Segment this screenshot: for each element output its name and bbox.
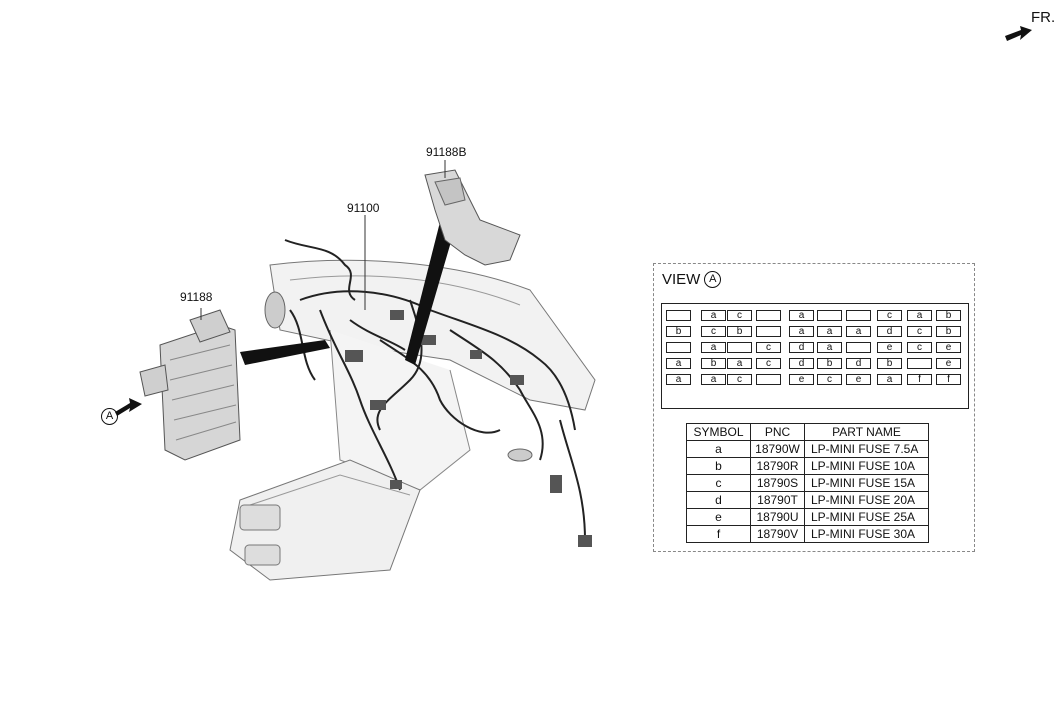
- fuse-slot: c: [907, 342, 932, 353]
- table-row: f 18790V LP-MINI FUSE 30A: [686, 525, 929, 543]
- fuse-slot: c: [701, 326, 726, 337]
- table-cell: e: [686, 508, 751, 526]
- fuse-slot: [817, 310, 842, 321]
- fuse-slot: e: [846, 374, 871, 385]
- dashboard-wiring-illustration: [115, 160, 596, 581]
- table-cell: LP-MINI FUSE 30A: [804, 525, 929, 543]
- fuse-slot: a: [701, 374, 726, 385]
- fuse-slot: a: [817, 342, 842, 353]
- fuse-slot: [907, 358, 932, 369]
- fuse-slot: b: [666, 326, 691, 337]
- table-cell: c: [686, 474, 751, 492]
- fuse-slot: [756, 326, 781, 337]
- fuse-slot: [756, 310, 781, 321]
- view-a-circle-marker: A: [704, 271, 722, 288]
- table-header-row: SYMBOL PNC PART NAME: [686, 423, 929, 441]
- fuse-slot: d: [789, 342, 814, 353]
- fuse-slot: [846, 310, 871, 321]
- table-cell: LP-MINI FUSE 25A: [804, 508, 929, 526]
- part-label-91100: 91100: [347, 201, 380, 215]
- table-cell: 18790S: [750, 474, 805, 492]
- fuse-slot: e: [789, 374, 814, 385]
- fuse-slot: c: [756, 358, 781, 369]
- fuse-slot: c: [756, 342, 781, 353]
- fuse-slot: a: [789, 326, 814, 337]
- table-header: PART NAME: [804, 423, 929, 441]
- table-cell: 18790V: [750, 525, 805, 543]
- table-cell: b: [686, 457, 751, 475]
- fuse-slot: [756, 374, 781, 385]
- fuse-slot: b: [727, 326, 752, 337]
- fuse-slot: c: [877, 310, 902, 321]
- fuse-slot: a: [666, 358, 691, 369]
- fuse-slot: b: [877, 358, 902, 369]
- fuse-slot: a: [789, 310, 814, 321]
- table-cell: 18790T: [750, 491, 805, 509]
- view-a-marker: A: [101, 406, 118, 425]
- fuse-slot: b: [936, 326, 961, 337]
- table-row: a 18790W LP-MINI FUSE 7.5A: [686, 440, 929, 458]
- fuse-slot: a: [701, 310, 726, 321]
- fuse-slot: f: [936, 374, 961, 385]
- table-cell: 18790R: [750, 457, 805, 475]
- table-header: PNC: [750, 423, 805, 441]
- fuse-slot: a: [727, 358, 752, 369]
- fuse-slot: c: [727, 374, 752, 385]
- table-row: b 18790R LP-MINI FUSE 10A: [686, 457, 929, 475]
- table-cell: 18790U: [750, 508, 805, 526]
- fuse-parts-table: SYMBOL PNC PART NAME a 18790W LP-MINI FU…: [686, 423, 929, 543]
- fuse-slot: [846, 342, 871, 353]
- fuse-slot: a: [701, 342, 726, 353]
- fuse-slot: a: [666, 374, 691, 385]
- fuse-slot: b: [817, 358, 842, 369]
- table-cell: a: [686, 440, 751, 458]
- table-cell: LP-MINI FUSE 15A: [804, 474, 929, 492]
- view-a-panel: [653, 263, 975, 552]
- fuse-slot: a: [846, 326, 871, 337]
- fuse-slot: d: [846, 358, 871, 369]
- fuse-slot: a: [907, 310, 932, 321]
- table-cell: LP-MINI FUSE 10A: [804, 457, 929, 475]
- table-row: e 18790U LP-MINI FUSE 25A: [686, 508, 929, 526]
- fuse-slot: d: [877, 326, 902, 337]
- fuse-slot: e: [936, 358, 961, 369]
- front-direction-arrow-icon: [1005, 26, 1032, 41]
- fuse-slot: b: [936, 310, 961, 321]
- part-label-91188: 91188: [180, 290, 213, 304]
- view-a-title: VIEW A: [662, 271, 722, 288]
- fuse-slot: c: [727, 310, 752, 321]
- front-label: FR.: [1031, 9, 1056, 26]
- fuse-slot: a: [877, 374, 902, 385]
- fuse-slot: d: [789, 358, 814, 369]
- fuse-slot: a: [817, 326, 842, 337]
- table-cell: f: [686, 525, 751, 543]
- table-row: c 18790S LP-MINI FUSE 15A: [686, 474, 929, 492]
- fuse-slot: [727, 342, 752, 353]
- fuse-slot: b: [701, 358, 726, 369]
- table-cell: 18790W: [750, 440, 805, 458]
- fuse-slot: c: [817, 374, 842, 385]
- table-cell: LP-MINI FUSE 20A: [804, 491, 929, 509]
- fuse-slot: e: [936, 342, 961, 353]
- fuse-slot: [666, 342, 691, 353]
- part-label-91188B: 91188B: [426, 145, 467, 159]
- table-header: SYMBOL: [686, 423, 751, 441]
- fuse-slot: [666, 310, 691, 321]
- table-row: d 18790T LP-MINI FUSE 20A: [686, 491, 929, 509]
- fuse-slot: c: [907, 326, 932, 337]
- table-cell: d: [686, 491, 751, 509]
- fuse-slot: e: [877, 342, 902, 353]
- fuse-slot: f: [907, 374, 932, 385]
- table-cell: LP-MINI FUSE 7.5A: [804, 440, 929, 458]
